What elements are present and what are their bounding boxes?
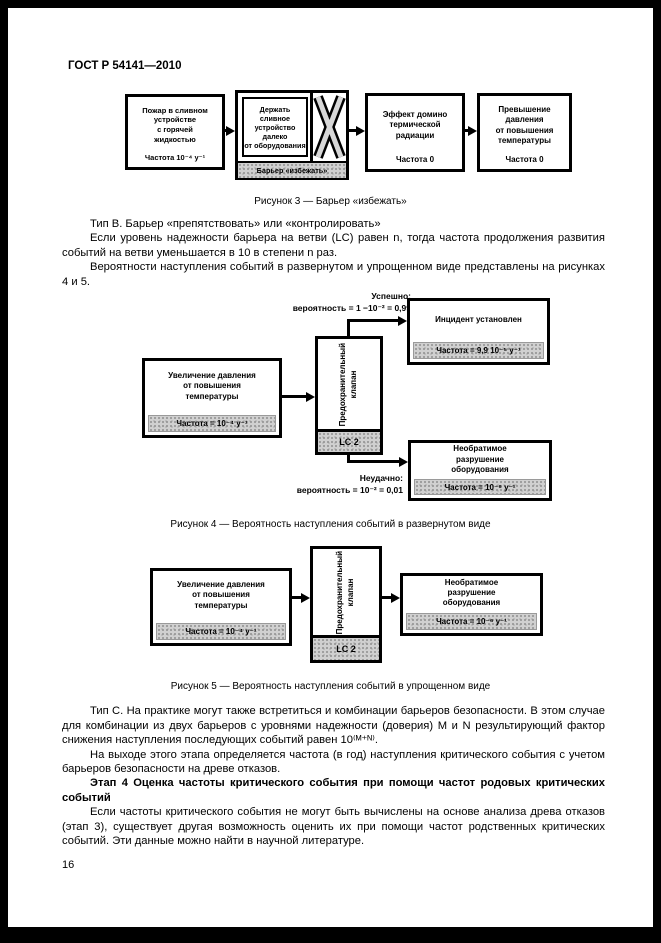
connector-line <box>382 596 393 600</box>
frequency-strip: Частота = 10⁻⁶ y⁻¹ <box>414 479 546 496</box>
arrowhead-icon <box>398 316 407 327</box>
figure3-diagram: Пожар в сливном устройстве с горячей жид… <box>8 90 653 190</box>
arrowhead-icon <box>306 392 315 403</box>
figure4-diagram: Успешно: вероятность = 1 −10⁻² = 0,99 Ин… <box>8 291 653 513</box>
lc-level-label: LC 2 <box>313 635 379 661</box>
safety-valve-box: Предохранительный клапан LC 2 <box>310 546 382 664</box>
destruction-box: Необратимое разрушение оборудования Част… <box>400 573 543 637</box>
valve-text-area: Предохранительный клапан <box>318 339 380 429</box>
frequency-strip: Частота = 9,9 10⁻⁵ y⁻¹ <box>413 342 544 360</box>
event-box-text: Превышение давления от повышения темпера… <box>495 104 554 145</box>
paragraph: Тип С. На практике могут также встретить… <box>62 705 605 747</box>
arrowhead-icon <box>301 593 310 604</box>
pressure-increase-box: Увеличение давления от повышения темпера… <box>142 358 282 439</box>
text-block-type-b: Тип В. Барьер «препятствовать» или «конт… <box>62 217 605 289</box>
barrier-cross-icon <box>310 93 346 161</box>
text-block-type-c: Тип С. На практике могут также встретить… <box>62 704 605 848</box>
barrier-strip-label: Барьер «избежать» <box>238 161 346 178</box>
event-box-overpressure: Превышение давления от повышения темпера… <box>477 93 572 172</box>
document-header: ГОСТ Р 54141—2010 <box>68 60 182 72</box>
pressure-increase-box: Увеличение давления от повышения темпера… <box>150 568 292 647</box>
frequency-label: Частота 10⁻⁴ y⁻¹ <box>144 153 206 162</box>
lc-level-label: LC 2 <box>318 429 380 453</box>
figure4-caption: Рисунок 4 — Вероятность наступления собы… <box>170 519 491 531</box>
destruction-box: Необратимое разрушение оборудования Част… <box>408 440 552 502</box>
barrier-box: Держать сливное устройство далеко от обо… <box>235 90 349 180</box>
connector-line <box>347 460 400 464</box>
frequency-strip: Частота = 10⁻⁴ y⁻¹ <box>156 623 286 641</box>
page-number: 16 <box>62 858 75 871</box>
arrowhead-icon <box>468 126 477 136</box>
paragraph: На выходе этого этапа определяется часто… <box>62 748 605 775</box>
arrowhead-icon <box>391 593 400 604</box>
destruction-box-text: Необратимое разрушение оборудования <box>442 577 501 608</box>
arrowhead-icon <box>399 457 408 468</box>
connector-line <box>347 321 350 338</box>
valve-text-area: Предохранительный клапан <box>313 549 379 635</box>
valve-label: Предохранительный клапан <box>338 342 358 426</box>
arrowhead-icon <box>356 126 365 136</box>
incident-box-text: Инцидент установлен <box>435 314 522 324</box>
connector-line <box>349 129 358 132</box>
paragraph: Вероятности наступления событий в развер… <box>62 261 605 288</box>
frequency-strip: Частота = 10⁻⁴ y⁻¹ <box>148 415 276 433</box>
arrowhead-icon <box>226 126 235 136</box>
paragraph: Если частоты критического события не мог… <box>62 806 605 848</box>
valve-label: Предохранительный клапан <box>335 550 355 634</box>
figure5-caption: Рисунок 5 — Вероятность наступления собы… <box>170 681 491 693</box>
frequency-label: Частота 0 <box>505 155 544 164</box>
frequency-strip: Частота = 10⁻⁶ y⁻¹ <box>406 613 537 631</box>
incident-box: Инцидент установлен Частота = 9,9 10⁻⁵ y… <box>407 298 550 366</box>
event-box-domino: Эффект домино термической радиации Часто… <box>365 93 465 172</box>
pressure-box-text: Увеличение давления от повышения темпера… <box>177 580 265 610</box>
connector-line <box>282 395 307 399</box>
barrier-box-text: Держать сливное устройство далеко от обо… <box>242 97 308 157</box>
frequency-label: Частота 0 <box>395 155 435 164</box>
connector-line <box>465 129 470 132</box>
event-box-text: Пожар в сливном устройстве с горячей жид… <box>142 105 208 144</box>
paragraph: Тип В. Барьер «препятствовать» или «конт… <box>90 218 381 230</box>
destruction-box-text: Необратимое разрушение оборудования <box>451 444 509 474</box>
paragraph: Если уровень надежности барьера на ветви… <box>62 232 605 259</box>
connector-line <box>292 596 303 600</box>
pressure-box-text: Увеличение давления от повышения темпера… <box>168 371 256 401</box>
figure5-diagram: Увеличение давления от повышения темпера… <box>8 546 653 671</box>
figure3-caption: Рисунок 3 — Барьер «избежать» <box>254 196 407 207</box>
failure-annotation: Неудачно: вероятность = 10⁻² = 0,01 <box>296 473 403 496</box>
connector-line <box>347 455 350 464</box>
safety-valve-box: Предохранительный клапан LC 2 <box>315 336 383 456</box>
stage4-heading: Этап 4 Оценка частоты критического событ… <box>62 777 605 804</box>
document-page: ГОСТ Р 54141—2010 Пожар в сливном устрой… <box>8 8 653 927</box>
success-annotation: Успешно: вероятность = 1 −10⁻² = 0,99 <box>292 291 411 314</box>
connector-line <box>347 319 399 323</box>
event-box-fire: Пожар в сливном устройстве с горячей жид… <box>125 94 225 170</box>
event-box-text: Эффект домино термической радиации <box>382 109 448 140</box>
